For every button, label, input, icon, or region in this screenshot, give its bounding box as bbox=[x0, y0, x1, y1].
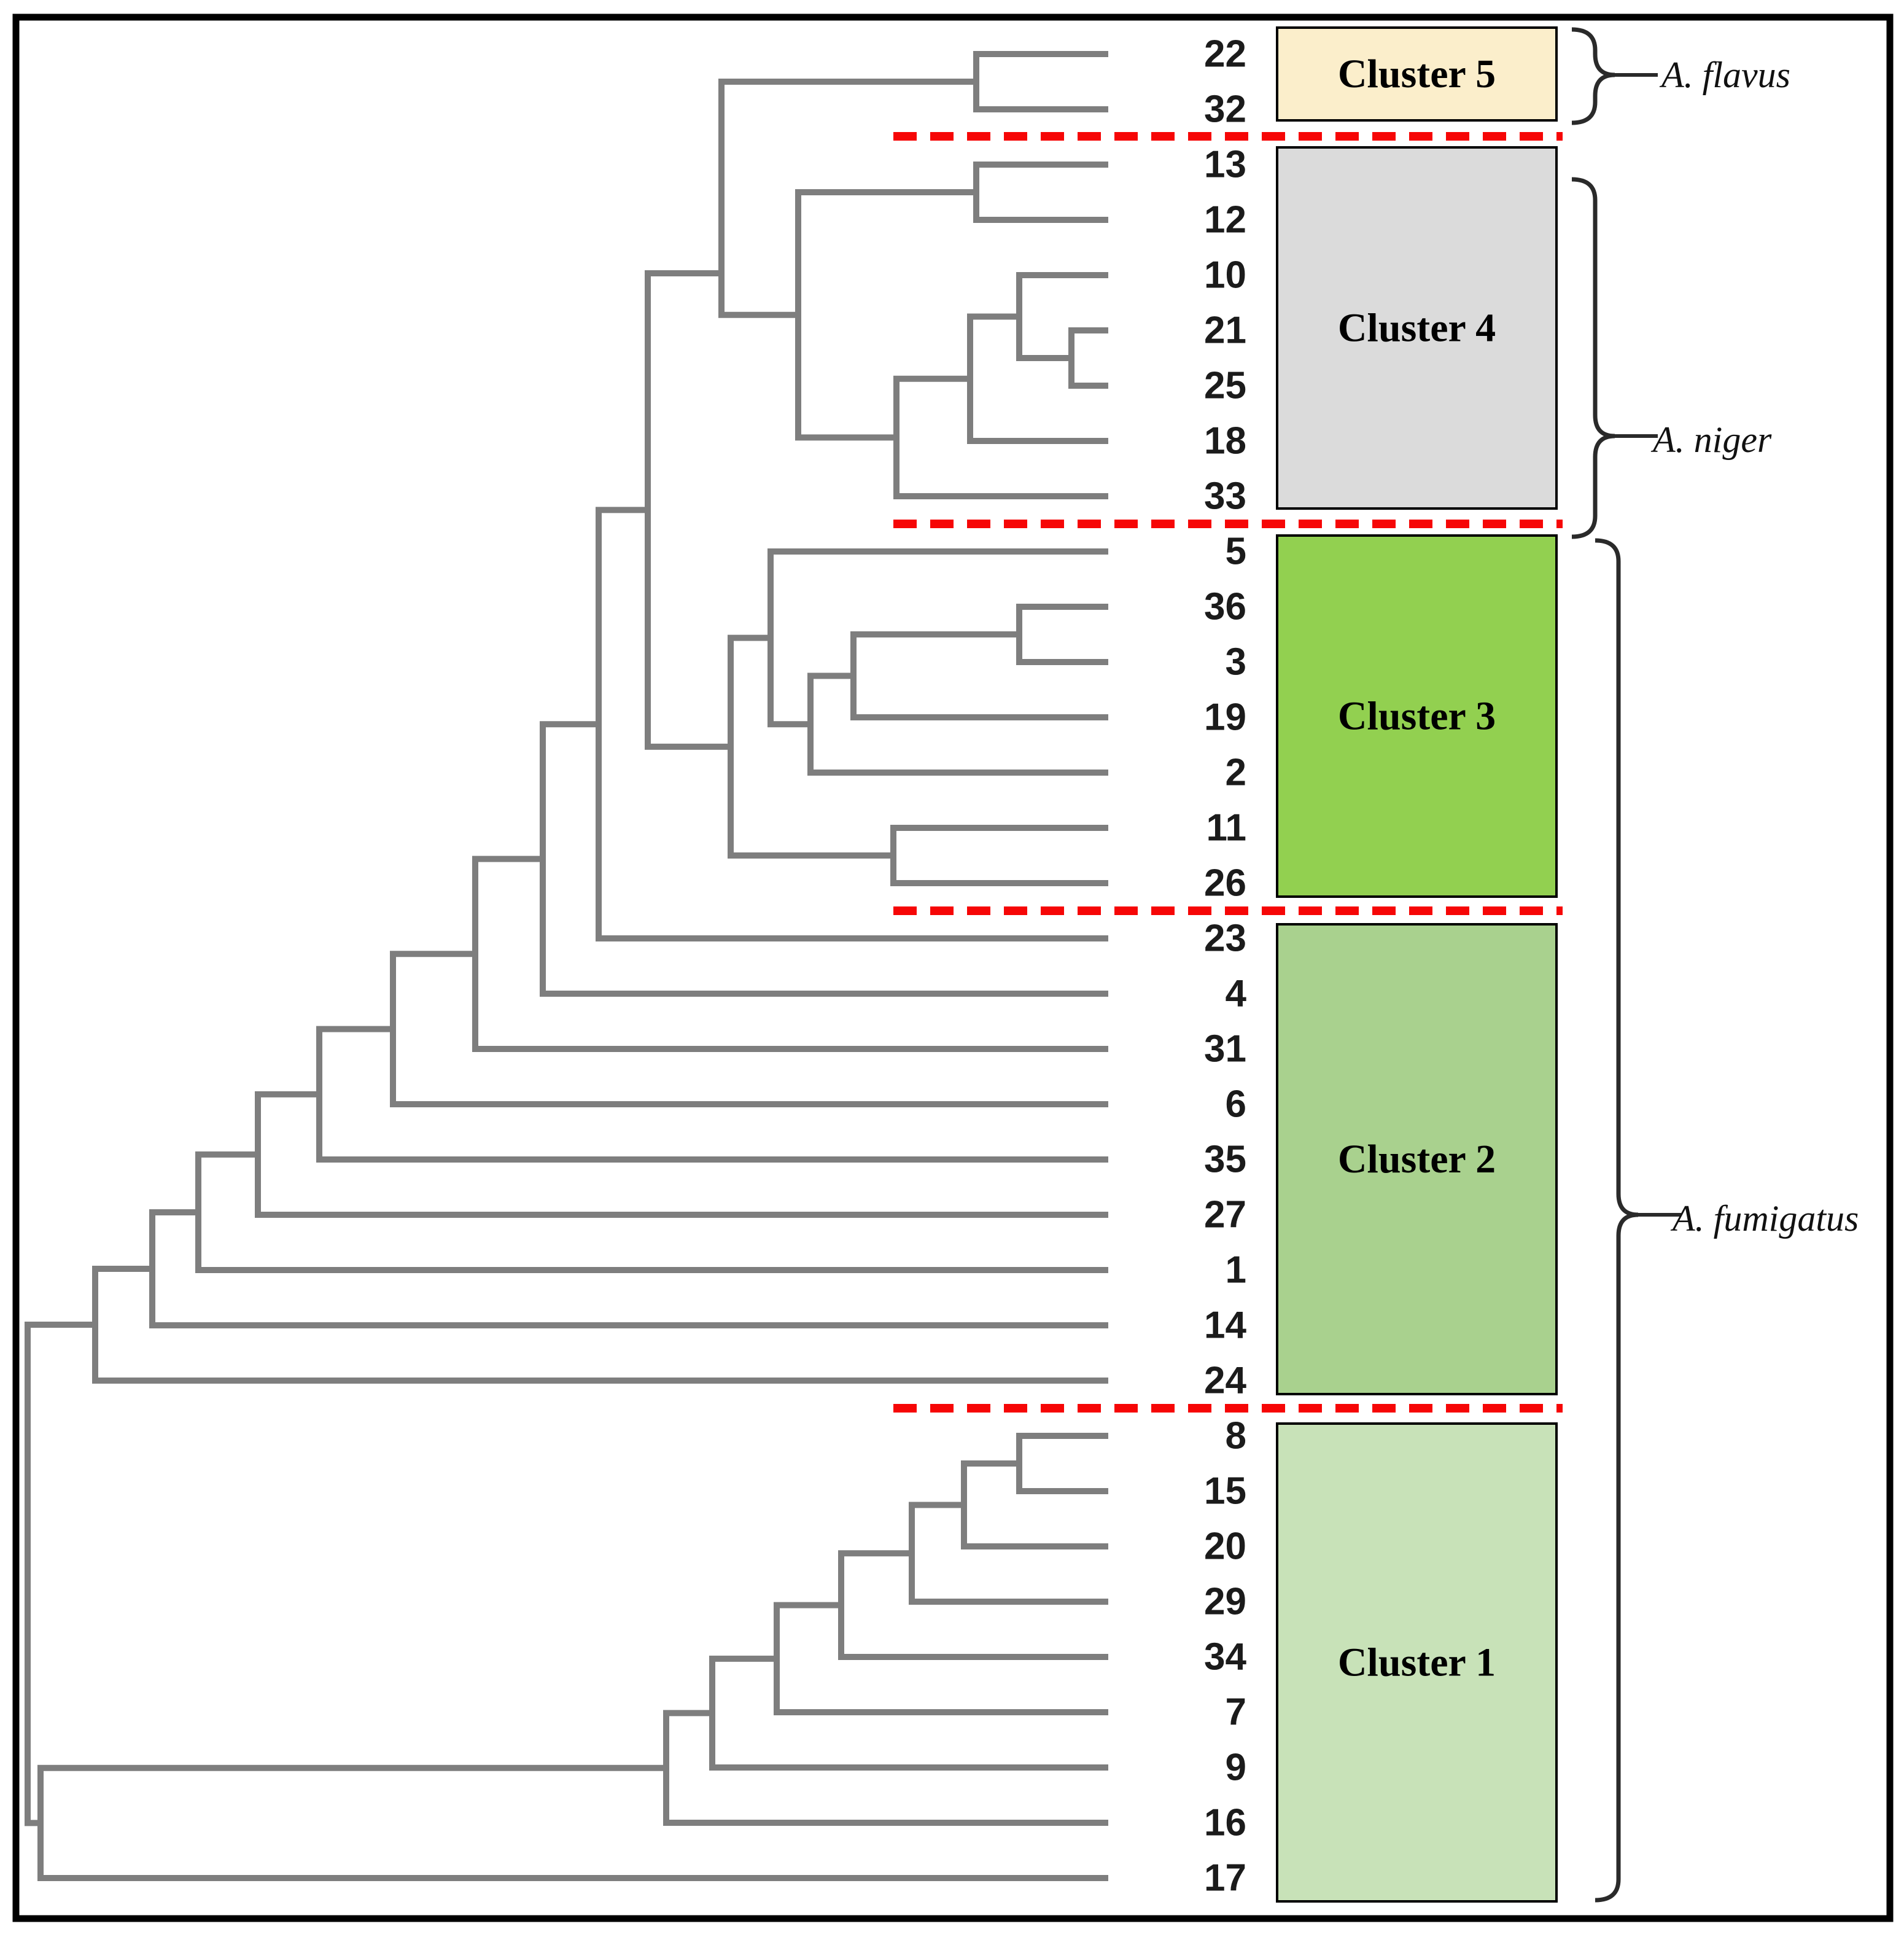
leaf-label-7: 7 bbox=[1226, 1691, 1246, 1734]
cluster-box-cluster-5 bbox=[1276, 26, 1558, 122]
leaf-label-14: 14 bbox=[1204, 1304, 1246, 1347]
species-label-1: A. flavus bbox=[1659, 55, 1790, 95]
leaf-label-22: 22 bbox=[1204, 33, 1246, 76]
leaf-label-2: 2 bbox=[1226, 752, 1246, 794]
leaf-label-35: 35 bbox=[1204, 1139, 1246, 1181]
tree-branch bbox=[25, 1321, 98, 1826]
leaf-label-10: 10 bbox=[1204, 254, 1246, 297]
cluster-box-label: Cluster 2 bbox=[1338, 1137, 1496, 1182]
leaf-label-36: 36 bbox=[1204, 586, 1246, 628]
leaf-label-26: 26 bbox=[1204, 862, 1246, 905]
cluster-box-label: Cluster 1 bbox=[1338, 1640, 1496, 1685]
leaf-label-3: 3 bbox=[1226, 641, 1246, 684]
leaf-label-19: 19 bbox=[1204, 696, 1246, 739]
cluster-box-cluster-2 bbox=[1276, 923, 1558, 1395]
leaf-label-32: 32 bbox=[1204, 88, 1246, 131]
leaf-label-17: 17 bbox=[1204, 1857, 1246, 1900]
leaf-label-33: 33 bbox=[1204, 475, 1246, 518]
leaf-label-13: 13 bbox=[1204, 144, 1246, 186]
leaf-label-25: 25 bbox=[1204, 365, 1246, 407]
species-label-2: A. niger bbox=[1650, 419, 1772, 460]
cluster-box-cluster-1 bbox=[1276, 1422, 1558, 1903]
leaf-label-9: 9 bbox=[1226, 1747, 1246, 1789]
cluster-box-label: Cluster 5 bbox=[1338, 52, 1496, 96]
leaf-label-11: 11 bbox=[1206, 807, 1246, 849]
leaf-label-4: 4 bbox=[1226, 973, 1247, 1015]
cluster-box-label: Cluster 3 bbox=[1338, 694, 1496, 739]
leaf-label-24: 24 bbox=[1204, 1360, 1246, 1402]
leaf-label-23: 23 bbox=[1204, 918, 1246, 960]
leaf-label-27: 27 bbox=[1204, 1194, 1246, 1236]
tree-branch bbox=[718, 79, 979, 318]
cluster-box-cluster-4 bbox=[1276, 146, 1558, 510]
leaf-label-29: 29 bbox=[1204, 1581, 1246, 1623]
leaf-label-21: 21 bbox=[1204, 310, 1246, 352]
leaf-label-20: 20 bbox=[1204, 1526, 1246, 1568]
cluster-box-label: Cluster 4 bbox=[1338, 306, 1496, 351]
species-label-3: A. fumigatus bbox=[1670, 1198, 1859, 1239]
leaf-label-18: 18 bbox=[1204, 420, 1246, 462]
leaf-label-8: 8 bbox=[1226, 1415, 1246, 1457]
leaf-label-1: 1 bbox=[1226, 1249, 1246, 1292]
leaf-label-16: 16 bbox=[1204, 1802, 1246, 1844]
cluster-box-cluster-3 bbox=[1276, 534, 1558, 898]
leaf-label-12: 12 bbox=[1204, 199, 1246, 241]
leaf-label-34: 34 bbox=[1204, 1636, 1246, 1678]
leaf-label-15: 15 bbox=[1204, 1470, 1246, 1513]
figure-border bbox=[12, 14, 1894, 1922]
leaf-label-5: 5 bbox=[1226, 531, 1246, 573]
leaf-label-31: 31 bbox=[1204, 1028, 1246, 1070]
leaf-label-6: 6 bbox=[1226, 1083, 1246, 1126]
